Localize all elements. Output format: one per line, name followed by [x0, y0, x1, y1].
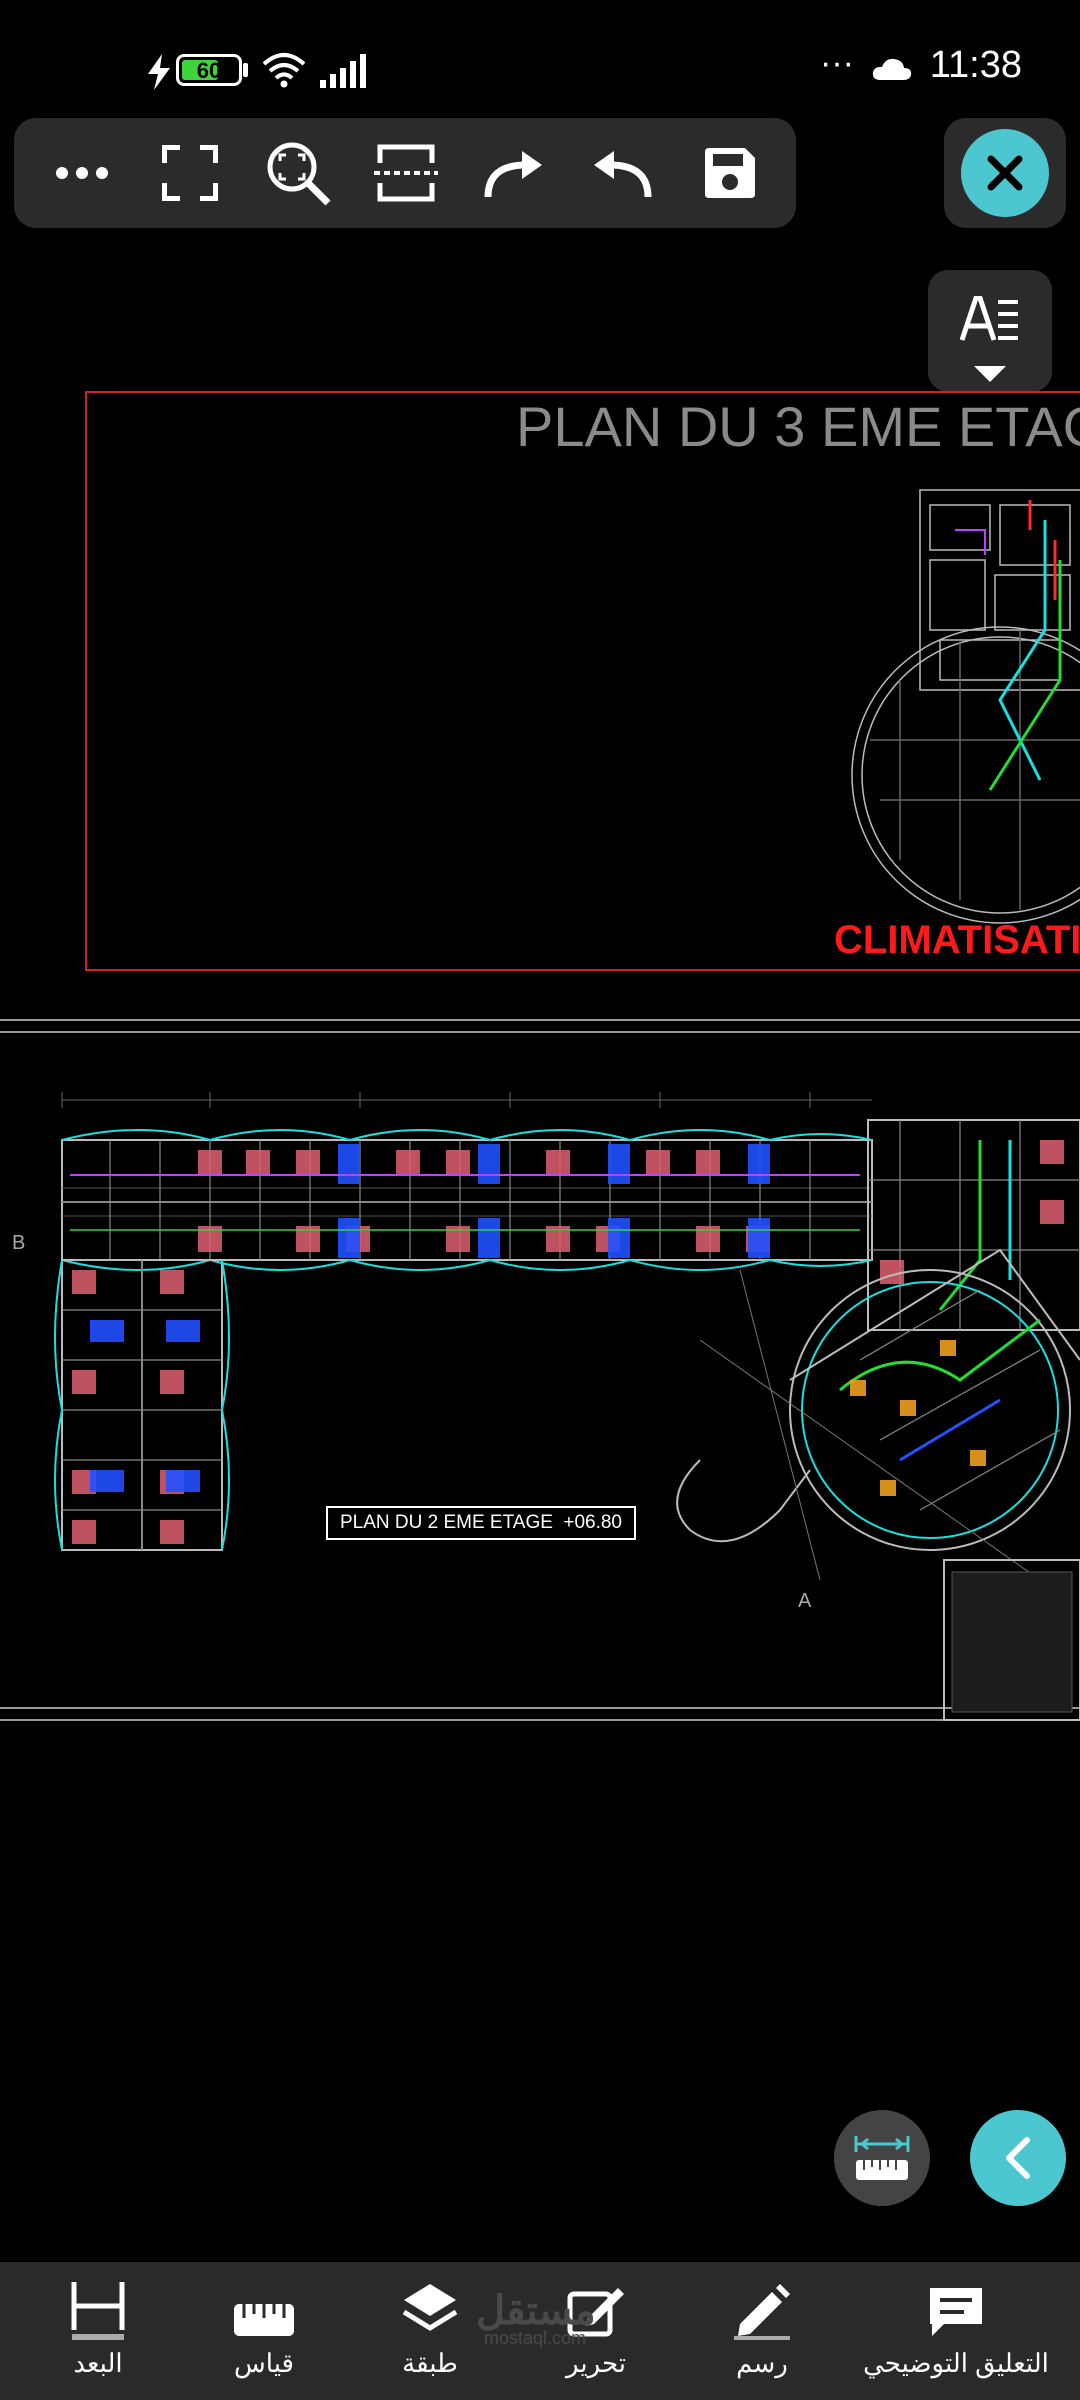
signal-icon: [320, 54, 366, 88]
wifi-icon: [262, 53, 306, 88]
ruler-icon: [234, 2304, 294, 2336]
zoom-extents-button[interactable]: [248, 118, 348, 228]
text-style-icon: [960, 296, 1018, 341]
battery-level: 60: [196, 58, 222, 83]
fullscreen-icon: [162, 145, 218, 201]
axis-marker-b: B: [12, 1232, 26, 1254]
sheet-frame: [85, 391, 1080, 971]
floor-3-plan: [851, 489, 1080, 924]
layers-icon: [402, 2284, 458, 2331]
zoom-window-icon: [374, 144, 438, 202]
measure-distance-icon: [854, 2136, 910, 2180]
tab-draw-label: رسم: [736, 2348, 788, 2378]
measure-fab[interactable]: [834, 2110, 930, 2206]
save-icon: [705, 148, 755, 198]
watermark-latin: mostaql.com: [484, 2328, 587, 2348]
tab-annotation-label: التعليق التوضيحي: [863, 2348, 1049, 2378]
expand-panel-fab[interactable]: [970, 2110, 1066, 2206]
tab-annotation[interactable]: التعليق التوضيحي: [858, 2262, 1054, 2400]
tab-measure-label: قياس: [234, 2348, 294, 2378]
watermark: مستقل mostaql.com: [476, 2288, 596, 2349]
edit-icon: [567, 2288, 624, 2337]
tab-edit[interactable]: تحرير: [538, 2262, 654, 2400]
tab-draw[interactable]: رسم: [704, 2262, 820, 2400]
floor-2-level: +06.80: [563, 1512, 622, 1533]
climatisation-label: CLIMATISATI: [834, 918, 1080, 962]
tab-layer-label: طبقة: [402, 2348, 458, 2378]
tab-layer[interactable]: طبقة: [372, 2262, 488, 2400]
redo-icon: [484, 151, 542, 198]
comment-icon: [930, 2288, 982, 2336]
close-icon: [987, 155, 1023, 191]
tab-measure[interactable]: قياس: [206, 2262, 322, 2400]
redo-button[interactable]: [464, 118, 564, 228]
undo-icon: [594, 151, 652, 198]
battery-icon: 60: [176, 54, 242, 86]
floor-3-title: PLAN DU 3 EME ETAG: [516, 395, 1080, 458]
floor-2-title: PLAN DU 2 EME ETAGE: [340, 1512, 553, 1533]
status-more: ···: [820, 44, 854, 82]
tab-dimension-label: البعد: [73, 2348, 123, 2378]
clock: 11:38: [929, 44, 1022, 86]
chevron-down-icon: [974, 366, 1006, 382]
chevron-left-icon: [1006, 2137, 1030, 2179]
tab-edit-label: تحرير: [566, 2348, 626, 2378]
pencil-icon: [734, 2284, 790, 2340]
floor-2-plan: [54, 1092, 1080, 1721]
watermark-arabic: مستقل: [476, 2289, 596, 2333]
status-bar: 60 ··· 11:38: [0, 0, 1080, 140]
charging-icon: [148, 54, 170, 90]
dimension-icon: [71, 2282, 125, 2340]
top-toolbar: [14, 118, 796, 228]
fullscreen-button[interactable]: [140, 118, 240, 228]
zoom-window-button[interactable]: [356, 118, 456, 228]
undo-button[interactable]: [572, 118, 672, 228]
tab-dimension[interactable]: البعد: [40, 2262, 156, 2400]
more-dots-icon: [56, 167, 108, 179]
save-button[interactable]: [680, 118, 780, 228]
close-button[interactable]: [961, 129, 1049, 217]
floor-2-label: PLAN DU 2 EME ETAGE +06.80: [326, 1506, 636, 1540]
zoom-extents-icon: [267, 142, 331, 206]
close-button-wrap: [944, 118, 1066, 228]
cloud-icon: [872, 58, 912, 80]
text-style-button[interactable]: [928, 270, 1052, 392]
axis-marker-a: A: [798, 1590, 812, 1612]
cad-canvas[interactable]: [0, 380, 1080, 1740]
more-button[interactable]: [32, 118, 132, 228]
bottom-toolbar: البعد قياس طبقة تحرير: [0, 2262, 1080, 2400]
